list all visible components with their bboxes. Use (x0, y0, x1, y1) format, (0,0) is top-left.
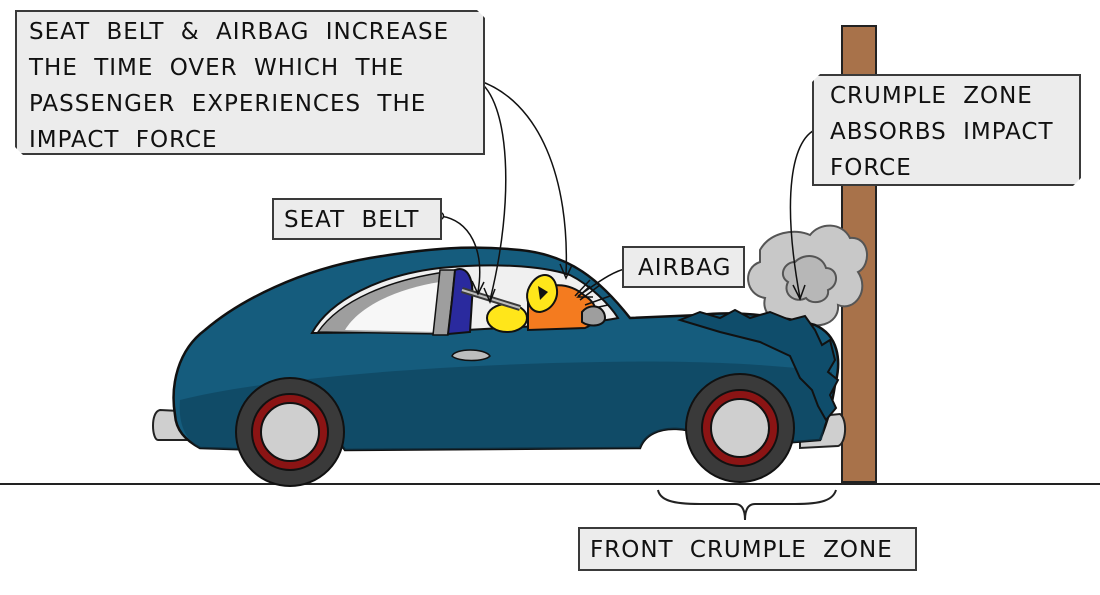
seat-belt-label: SEAT BELT (272, 198, 442, 240)
label-line: FORCE (830, 155, 912, 181)
door-handle (451, 349, 491, 362)
passenger (486, 274, 558, 333)
label-line: THE TIME OVER WHICH THE (29, 55, 405, 81)
car-seat (446, 268, 474, 336)
front-crumple-zone-label: FRONT CRUMPLE ZONE (578, 527, 917, 571)
airbag-label: AIRBAG (622, 246, 745, 288)
label-line: PASSENGER EXPERIENCES THE (29, 91, 427, 117)
label-line: CRUMPLE ZONE (830, 83, 1033, 109)
side-mirror (581, 305, 607, 327)
front-wheel (685, 373, 795, 483)
label-line: IMPACT FORCE (29, 127, 218, 153)
car (152, 246, 846, 487)
rear-wheel (235, 377, 345, 487)
seatbelt-airbag-explanation-label: SEAT BELT & AIRBAG INCREASE THE TIME OVE… (15, 10, 485, 155)
label-line: SEAT BELT & AIRBAG INCREASE (29, 19, 450, 45)
crumple-zone-explanation-label: CRUMPLE ZONE ABSORBS IMPACT FORCE (812, 74, 1081, 186)
label-line: ABSORBS IMPACT (830, 119, 1054, 145)
crumpled-hood (676, 308, 840, 422)
crumple-zone-brace (657, 489, 837, 521)
